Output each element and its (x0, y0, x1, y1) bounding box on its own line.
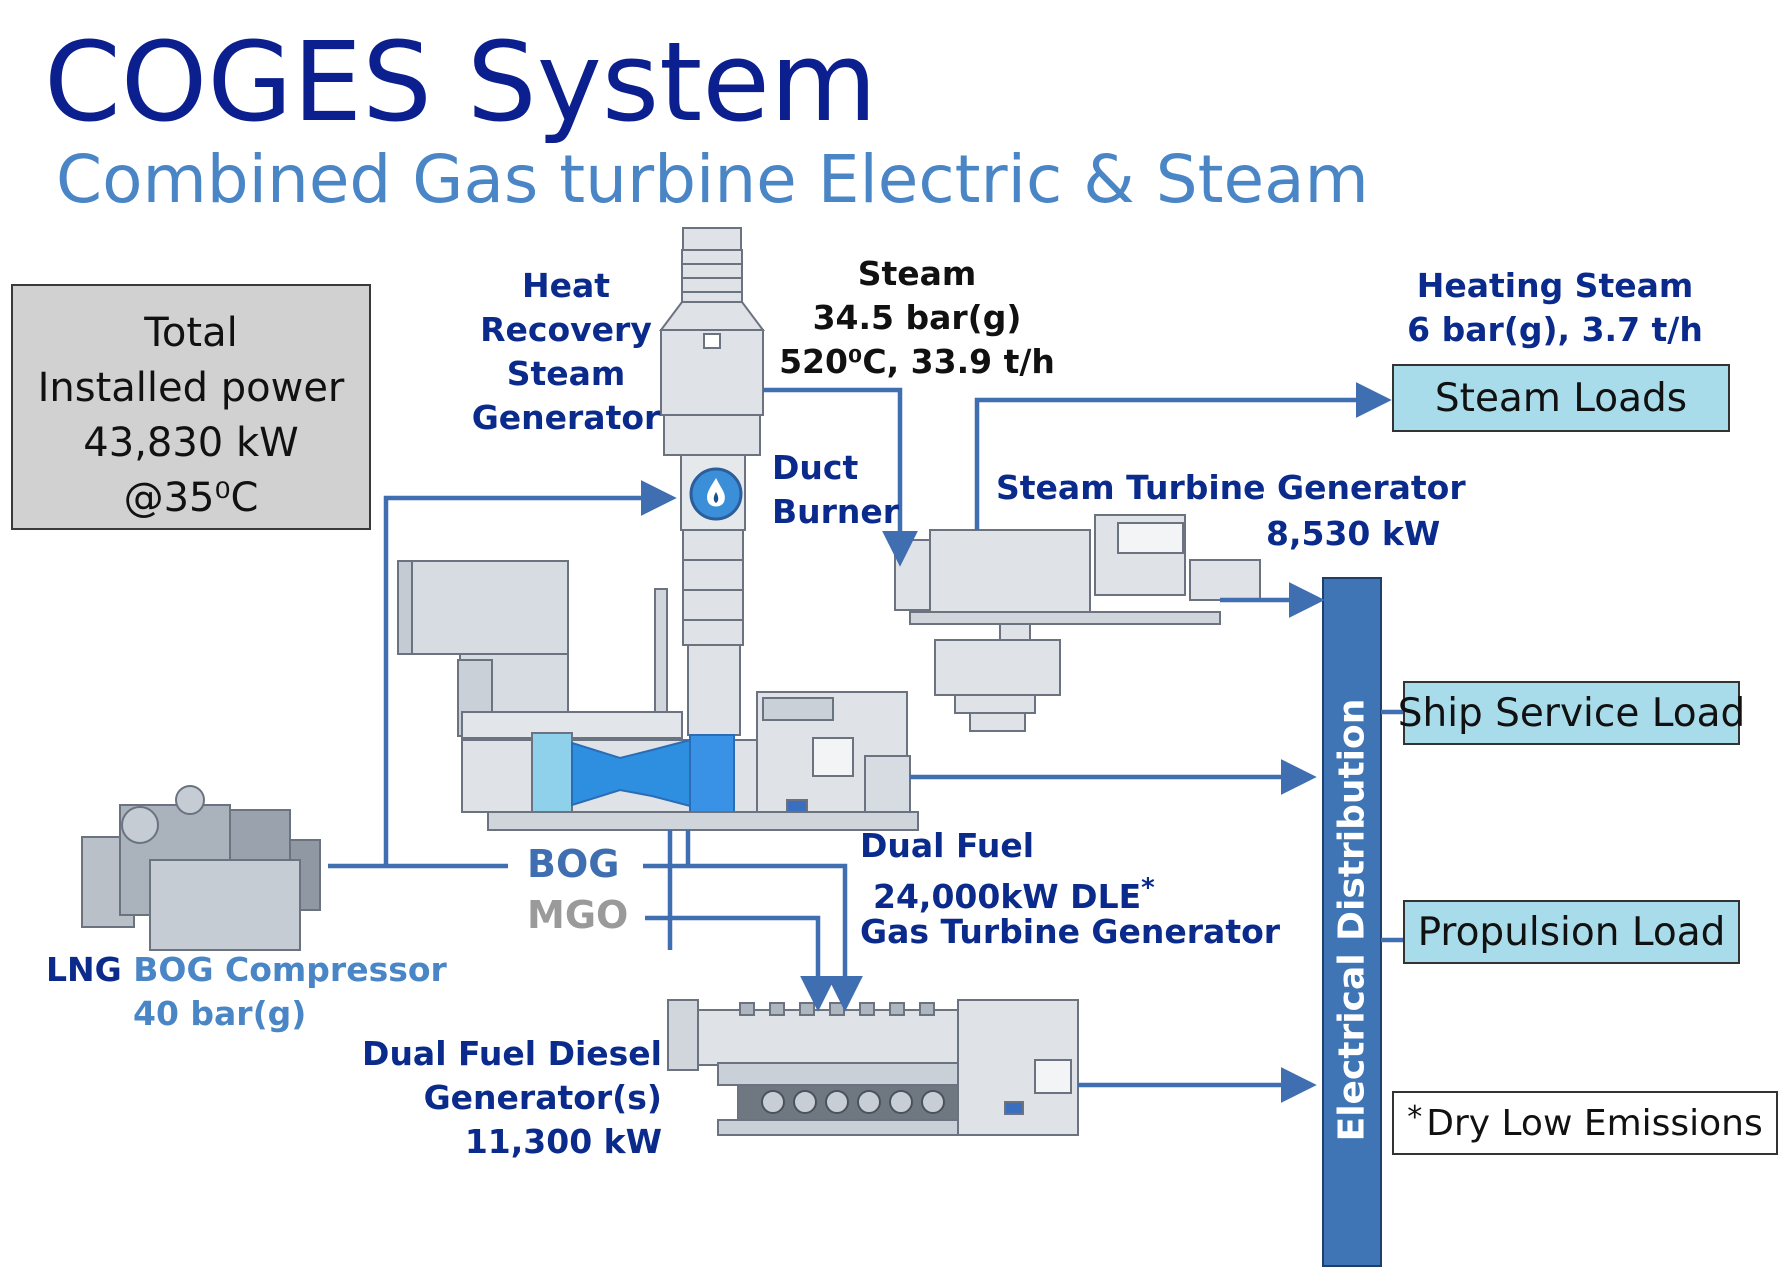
mgo-to-diesel-line (645, 915, 836, 1012)
propulsion-load-label: Propulsion Load (1417, 909, 1726, 955)
gas-turbine-dle-star: * (1141, 873, 1155, 903)
heating-steam-line2: 6 bar(g), 3.7 t/h (1407, 310, 1703, 349)
heating-steam-label: Heating Steam 6 bar(g), 3.7 t/h (1390, 264, 1720, 352)
steam-label: Steam 34.5 bar(g) 520⁰C, 33.9 t/h (772, 252, 1062, 384)
propulsion-load-box: Propulsion Load (1403, 900, 1740, 964)
ship-service-load-box: Ship Service Load (1398, 681, 1745, 745)
total-power-box: Total Installed power 43,830 kW @35⁰C (11, 284, 371, 530)
page-title: COGES System (44, 18, 878, 146)
bog-label: BOG (527, 842, 620, 886)
diesel-flywheels (761, 1090, 945, 1114)
hrsg-label: Heat Recovery Steam Generator (466, 264, 666, 440)
bog-to-duct-burner-line (383, 480, 677, 866)
dle-note-star: * (1407, 1099, 1423, 1135)
steam-loads-box: Steam Loads (1392, 364, 1730, 432)
hrsg-to-steam-turbine-line (763, 387, 918, 567)
gas-turbine-label-line2: 24,000kW DLE* (873, 866, 1155, 919)
dle-note-text: Dry Low Emissions (1426, 1102, 1763, 1144)
ship-service-load-label: Ship Service Load (1397, 690, 1746, 736)
gas-turbine-label-line3: Gas Turbine Generator (860, 912, 1281, 951)
duct-burner-icon (689, 467, 743, 521)
gas-turbine-generator-graphic (397, 560, 919, 831)
page-subtitle: Combined Gas turbine Electric & Steam (56, 141, 1369, 218)
steam-turbine-generator-graphic (894, 514, 1261, 732)
hrsg-label-line1: Heat (521, 266, 611, 305)
steam-label-line2: 34.5 bar(g) (812, 298, 1022, 337)
duct-burner-label: Duct Burner (772, 446, 899, 534)
total-power-line4: @35⁰C (123, 475, 259, 521)
dle-note-box: *Dry Low Emissions (1392, 1091, 1778, 1155)
electrical-distribution-label: Electrical Distribution (1331, 698, 1373, 1142)
hrsg-stack (659, 227, 765, 736)
hrsg-label-line4: Generator (471, 398, 661, 437)
steam-loads-line (974, 382, 1392, 530)
duct-burner-line1: Duct (772, 448, 859, 487)
mgo-label: MGO (527, 893, 629, 937)
bog-to-diesel-line (643, 863, 863, 1012)
bog-compressor-graphic (81, 785, 321, 951)
diesel-label-line1: Dual Fuel Diesel (362, 1034, 662, 1073)
heating-steam-line1: Heating Steam (1416, 266, 1694, 305)
total-power-line3: 43,830 kW (83, 420, 299, 466)
diesel-label-line2: Generator(s) (423, 1078, 662, 1117)
total-power-line1: Total (144, 310, 238, 356)
diesel-label-line3: 11,300 kW (464, 1122, 662, 1161)
compressor-name: BOG Compressor (133, 950, 447, 989)
total-power-line2: Installed power (37, 365, 345, 411)
pipes (328, 382, 1403, 1103)
compressor-label: LNG BOG Compressor (46, 948, 447, 992)
gas-turbine-dle: 24,000kW DLE (873, 877, 1142, 916)
steam-turbine-label-line1: Steam Turbine Generator (996, 468, 1466, 507)
diesel-label: Dual Fuel Diesel Generator(s) 11,300 kW (340, 1032, 662, 1164)
gas-turbine-label-line1: Dual Fuel (860, 826, 1035, 865)
hrsg-label-line3: Steam (506, 354, 626, 393)
diesel-generator-graphic (667, 999, 1079, 1136)
duct-burner-line2: Burner (772, 492, 900, 531)
steam-label-line1: Steam (857, 254, 977, 293)
compressor-pressure: 40 bar(g) (133, 994, 307, 1033)
electrical-distribution-bus (1322, 577, 1382, 1267)
steam-turbine-label-line2: 8,530 kW (1266, 514, 1441, 553)
steam-label-line3: 520⁰C, 33.9 t/h (779, 342, 1055, 381)
hrsg-label-line2: Recovery (480, 310, 652, 349)
steam-loads-label: Steam Loads (1434, 375, 1688, 421)
compressor-prefix: LNG (46, 950, 122, 989)
diesel-cylinder-heads (739, 1002, 935, 1016)
